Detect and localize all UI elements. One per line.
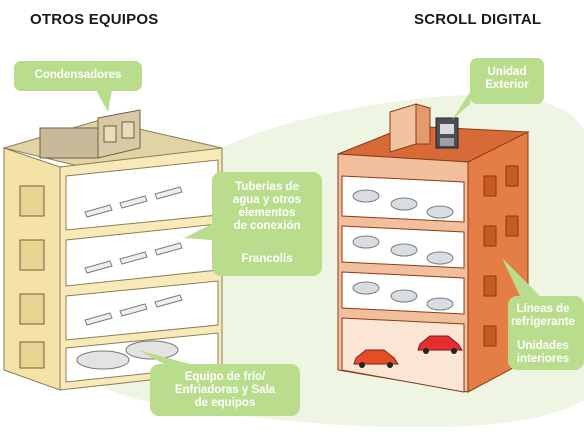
- callout-unidad-exterior: Unidad Exterior: [485, 66, 529, 91]
- left-building: [2, 109, 223, 391]
- callout-unidades-interiores: Unidades interiores: [516, 340, 570, 365]
- callout-shapes: [14, 58, 584, 416]
- left-title: OTROS EQUIPOS: [30, 11, 159, 28]
- callout-francolis: Francolis: [241, 253, 293, 265]
- callout-condensadores: Condensadores: [34, 69, 122, 81]
- right-building: [337, 103, 530, 393]
- callout-tuberias: Tuberías de agua y otros elementos de co…: [232, 181, 302, 232]
- callout-equipo-frio: Equipo de frío/ Enfriadoras y Sala de eq…: [174, 371, 276, 409]
- right-title: SCROLL DIGITAL: [414, 11, 542, 28]
- callout-lineas-refrigerante: Líneas de refrigerante: [511, 303, 575, 328]
